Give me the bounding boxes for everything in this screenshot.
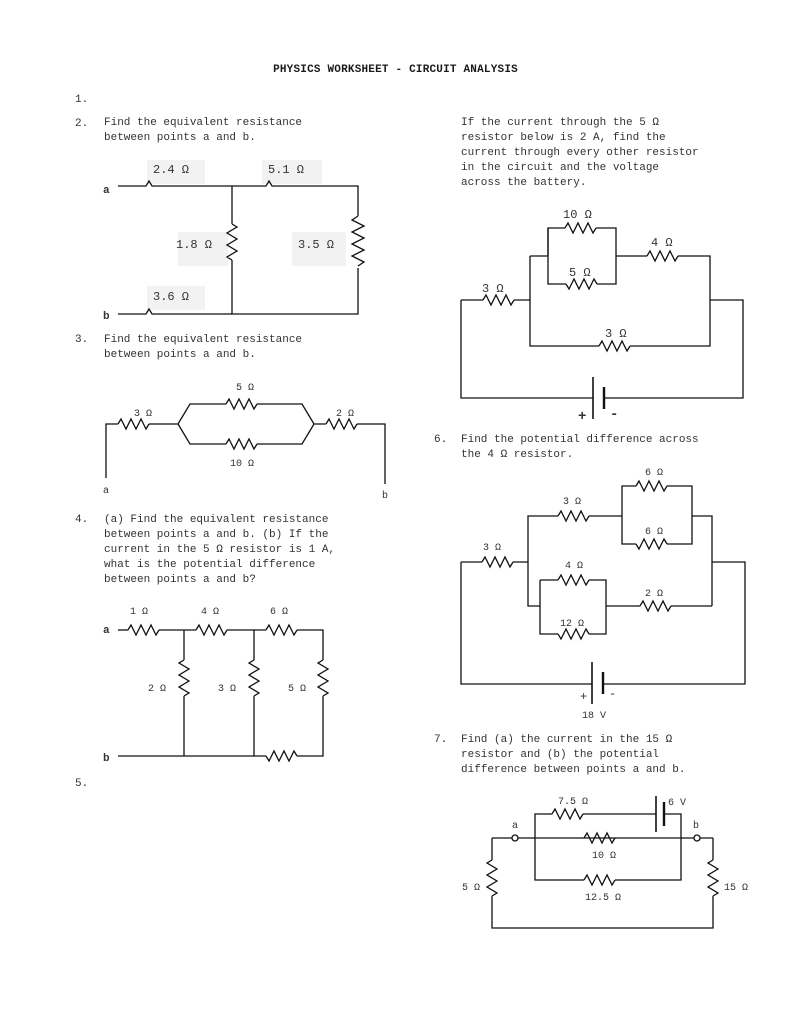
q6-battery-plus: + [580, 690, 587, 704]
q4-label-2-ohm: 2 Ω [148, 684, 166, 695]
q6-battery-voltage: 18 V [582, 711, 606, 722]
q5-battery-plus: + [578, 409, 586, 425]
q5-label-4-ohm: 4 Ω [651, 236, 673, 250]
q2-label-1-8-ohm: 1.8 Ω [176, 238, 212, 252]
q3-point-a: a [103, 486, 109, 497]
q7-label-10-ohm: 10 Ω [592, 851, 616, 862]
q5-battery-minus: - [610, 407, 618, 423]
q3-point-b: b [382, 490, 388, 502]
q3-label-3-ohm: 3 Ω [134, 409, 152, 420]
q2-point-a: a [103, 185, 110, 197]
q5-label-3-ohm-bottom: 3 Ω [605, 327, 627, 341]
q2-text: Find the equivalent resistance between p… [104, 117, 303, 144]
q6-label-3-ohm-left: 3 Ω [483, 543, 501, 554]
q4-point-b: b [103, 753, 110, 765]
q5-number: 5. [75, 778, 89, 790]
q3-text: Find the equivalent resistance between p… [104, 334, 303, 361]
q4-number: 4. [75, 514, 89, 526]
q6-label-4-ohm: 4 Ω [565, 561, 583, 572]
q5-label-10-ohm: 10 Ω [563, 208, 592, 222]
q7-point-a: a [512, 821, 518, 832]
q3-label-2-ohm: 2 Ω [336, 409, 354, 420]
q5-label-5-ohm: 5 Ω [569, 266, 591, 280]
q7-label-5-ohm: 5 Ω [462, 883, 480, 894]
q4-label-4-ohm: 4 Ω [201, 607, 219, 618]
q2-label-2-4-ohm: 2.4 Ω [153, 163, 189, 177]
q6-text: Find the potential difference across the… [461, 434, 699, 461]
q2-label-3-5-ohm: 3.5 Ω [298, 238, 334, 252]
q1-number: 1. [75, 94, 89, 106]
q5-label-3-ohm-left: 3 Ω [482, 282, 504, 296]
q6-label-2-ohm: 2 Ω [645, 589, 663, 600]
q2-point-b: b [103, 311, 110, 323]
q4-text: (a) Find the equivalent resistance betwe… [104, 514, 336, 586]
q6-label-12-ohm: 12 Ω [560, 619, 584, 630]
q7-text: Find (a) the current in the 15 Ω resisto… [461, 734, 686, 776]
q4-label-5-ohm: 5 Ω [288, 684, 306, 695]
q4-label-1-ohm: 1 Ω [130, 607, 148, 618]
q6-number: 6. [434, 434, 448, 446]
q7-battery-voltage: 6 V [668, 798, 686, 809]
q5-text: If the current through the 5 Ω resistor … [461, 117, 699, 189]
q2-number: 2. [75, 118, 89, 130]
q7-label-12-5-ohm: 12.5 Ω [585, 893, 621, 904]
q7-number: 7. [434, 734, 448, 746]
q3-label-5-ohm: 5 Ω [236, 383, 254, 394]
q4-point-a: a [103, 625, 110, 637]
q7-point-b: b [693, 820, 699, 832]
q3-label-10-ohm: 10 Ω [230, 459, 254, 470]
q3-number: 3. [75, 334, 89, 346]
q2-label-5-1-ohm: 5.1 Ω [268, 163, 304, 177]
q7-label-7-5-ohm: 7.5 Ω [558, 797, 588, 808]
q4-label-3-ohm: 3 Ω [218, 684, 236, 695]
q4-label-6-ohm: 6 Ω [270, 607, 288, 618]
q6-label-6-ohm-top: 6 Ω [645, 468, 663, 479]
q6-label-6-ohm-lower: 6 Ω [645, 527, 663, 538]
q7-label-15-ohm: 15 Ω [724, 883, 748, 894]
page-title: PHYSICS WORKSHEET - CIRCUIT ANALYSIS [273, 64, 518, 76]
q6-label-3-ohm-upper: 3 Ω [563, 497, 581, 508]
q6-battery-minus: - [609, 687, 616, 701]
q2-label-3-6-ohm: 3.6 Ω [153, 290, 189, 304]
